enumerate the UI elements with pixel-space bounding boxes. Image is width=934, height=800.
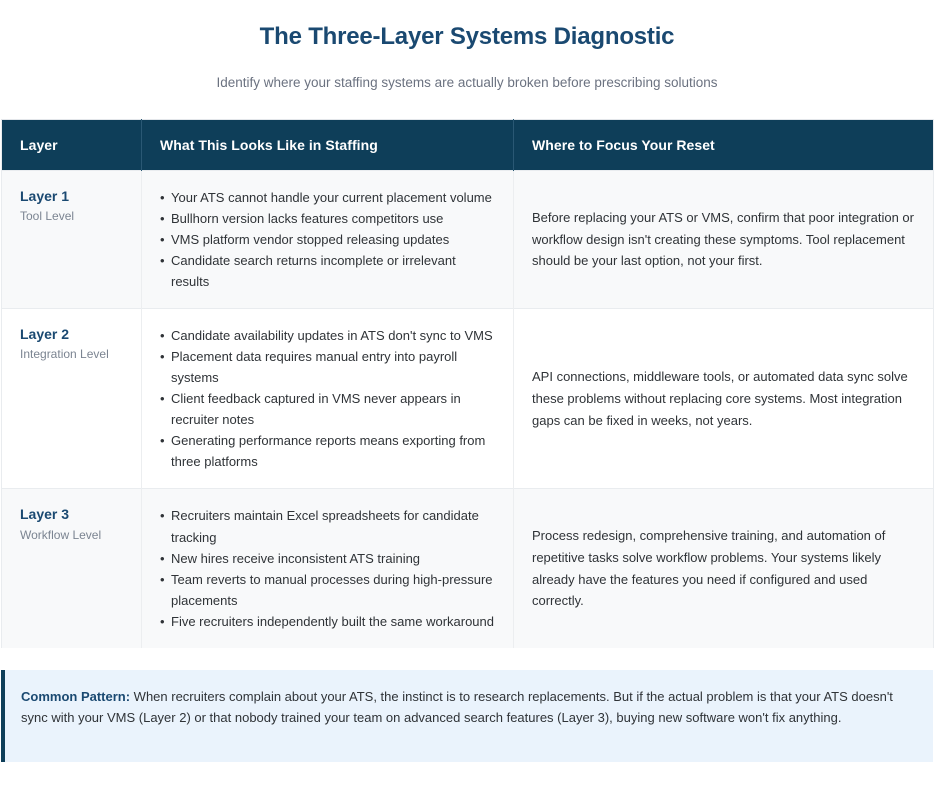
table-row: Layer 3 Workflow Level Recruiters mainta…	[1, 488, 934, 648]
symptoms-cell: Your ATS cannot handle your current plac…	[141, 169, 514, 309]
table-row: Layer 2 Integration Level Candidate avai…	[1, 308, 934, 489]
layer-cell: Layer 3 Workflow Level	[1, 488, 142, 648]
common-pattern-callout: Common Pattern: When recruiters complain…	[1, 669, 933, 762]
symptom-list: Your ATS cannot handle your current plac…	[160, 187, 495, 292]
list-item: Generating performance reports means exp…	[160, 430, 495, 472]
layer-cell: Layer 2 Integration Level	[1, 308, 142, 489]
focus-cell: Before replacing your ATS or VMS, confir…	[513, 169, 934, 309]
layer-name: Layer 2	[20, 326, 70, 343]
list-item: Candidate availability updates in ATS do…	[160, 325, 495, 346]
column-header-layer: Layer	[1, 119, 142, 171]
layer-sublabel: Tool Level	[20, 209, 75, 224]
table-body: Layer 1 Tool Level Your ATS cannot handl…	[1, 169, 934, 648]
focus-cell: Process redesign, comprehensive training…	[513, 488, 934, 648]
page-header: The Three-Layer Systems Diagnostic Ident…	[0, 0, 934, 93]
focus-text: Before replacing your ATS or VMS, confir…	[532, 209, 914, 269]
three-layer-diagnostic-table: Layer What This Looks Like in Staffing W…	[1, 118, 934, 648]
layer-sublabel: Workflow Level	[20, 527, 102, 542]
list-item: Bullhorn version lacks features competit…	[160, 208, 495, 229]
list-item: VMS platform vendor stopped releasing up…	[160, 229, 495, 250]
layer-name: Layer 1	[20, 187, 70, 204]
symptom-list: Recruiters maintain Excel spreadsheets f…	[160, 505, 495, 631]
page-title: The Three-Layer Systems Diagnostic	[259, 23, 675, 50]
list-item: Recruiters maintain Excel spreadsheets f…	[160, 505, 495, 547]
layer-name: Layer 3	[20, 506, 70, 523]
symptom-list: Candidate availability updates in ATS do…	[160, 325, 495, 472]
table-header-row: Layer What This Looks Like in Staffing W…	[1, 119, 934, 171]
layer-cell: Layer 1 Tool Level	[1, 169, 142, 309]
focus-cell: API connections, middleware tools, or au…	[513, 308, 934, 489]
list-item: Your ATS cannot handle your current plac…	[160, 187, 495, 208]
layer-sublabel: Integration Level	[20, 347, 109, 362]
table-row: Layer 1 Tool Level Your ATS cannot handl…	[1, 169, 934, 309]
list-item: Candidate search returns incomplete or i…	[160, 250, 495, 292]
list-item: Client feedback captured in VMS never ap…	[160, 388, 495, 430]
list-item: Team reverts to manual processes during …	[160, 569, 495, 611]
symptoms-cell: Candidate availability updates in ATS do…	[141, 308, 514, 489]
symptoms-cell: Recruiters maintain Excel spreadsheets f…	[141, 488, 514, 648]
column-header-what-this-looks-like: What This Looks Like in Staffing	[141, 119, 514, 171]
column-header-where-to-focus: Where to Focus Your Reset	[513, 119, 934, 171]
table-header: Layer What This Looks Like in Staffing W…	[1, 119, 934, 171]
focus-text: Process redesign, comprehensive training…	[532, 527, 886, 609]
list-item: Placement data requires manual entry int…	[160, 346, 495, 388]
callout-label: Common Pattern:	[21, 688, 131, 704]
callout-body: When recruiters complain about your ATS,…	[21, 688, 893, 725]
focus-text: API connections, middleware tools, or au…	[532, 369, 908, 428]
list-item: New hires receive inconsistent ATS train…	[160, 548, 495, 569]
list-item: Five recruiters independently built the …	[160, 611, 495, 632]
page-subtitle: Identify where your staffing systems are…	[216, 75, 718, 90]
